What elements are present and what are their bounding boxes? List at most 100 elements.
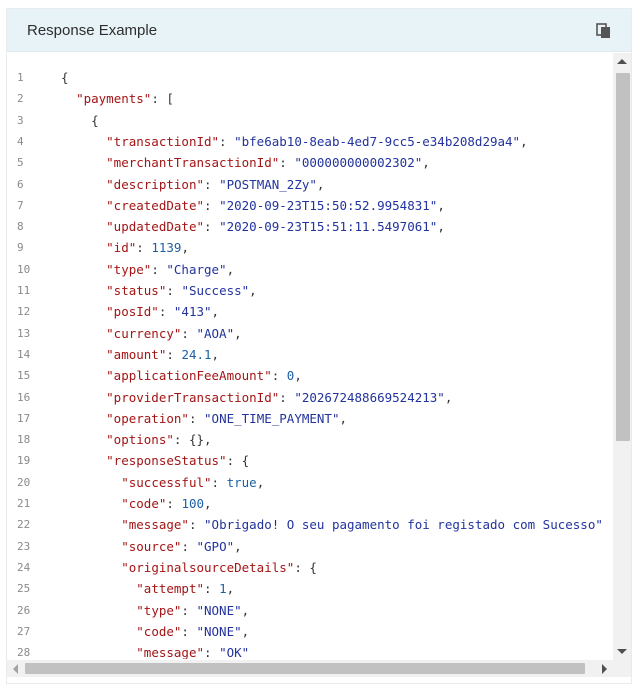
code-token: : — [204, 197, 220, 213]
code-token: : — [211, 474, 227, 490]
code-token: "merchantTransactionId" — [106, 155, 280, 171]
code-token: , — [437, 219, 445, 235]
scroll-down-arrow-icon[interactable] — [617, 649, 627, 654]
line-number: 27 — [17, 624, 31, 638]
scroll-left-arrow-icon[interactable] — [13, 664, 18, 674]
code-token: : — [181, 602, 197, 618]
code-token: "type" — [106, 261, 152, 277]
code-token: "amount" — [106, 346, 167, 362]
code-text: "posId": "413", — [61, 301, 219, 322]
code-token: "posId" — [106, 304, 159, 320]
scroll-right-arrow-icon[interactable] — [602, 664, 607, 674]
scroll-up-arrow-icon[interactable] — [617, 59, 627, 64]
code-token — [61, 624, 136, 639]
line-number: 2 — [17, 92, 24, 106]
code-token: : — [204, 176, 220, 192]
code-token: , — [234, 538, 242, 554]
code-token: "description" — [106, 176, 204, 192]
code-token: "ONE_TIME_PAYMENT" — [204, 410, 340, 426]
code-viewer[interactable]: 1{2 "payments": [3 {4 "transactionId": "… — [7, 53, 613, 659]
code-token: "transactionId" — [106, 133, 220, 149]
vertical-scrollbar[interactable] — [613, 53, 631, 660]
code-token: : — [204, 645, 220, 659]
code-token: "Success" — [181, 283, 250, 298]
line-number: 3 — [17, 113, 24, 127]
code-token: "OK" — [219, 645, 250, 659]
line-number: 8 — [17, 220, 24, 234]
code-token: "2020-09-23T15:51:11.5497061" — [219, 219, 438, 235]
code-token — [61, 304, 106, 319]
code-token — [61, 155, 106, 170]
code-token: "updatedDate" — [106, 219, 204, 235]
horizontal-scroll-thumb[interactable] — [25, 663, 585, 674]
code-token: : — [279, 389, 295, 405]
code-token: , — [241, 623, 250, 639]
code-token: "413" — [173, 304, 212, 320]
code-token: 1139 — [151, 240, 182, 256]
code-text: "transactionId": "bfe6ab10-8eab-4ed7-9cc… — [61, 131, 528, 152]
code-token — [61, 432, 106, 447]
line-number: 18 — [17, 433, 31, 447]
code-token: : — [204, 219, 220, 235]
panel-title: Response Example — [27, 22, 158, 39]
code-token: "code" — [121, 496, 167, 511]
line-number: 19 — [17, 454, 31, 468]
code-token: "source" — [121, 538, 182, 554]
code-text: "operation": "ONE_TIME_PAYMENT", — [61, 408, 347, 429]
code-token: "GPO" — [196, 538, 235, 554]
code-token: : — [181, 325, 197, 341]
code-token: , — [256, 474, 265, 490]
code-token: "bfe6ab10-8eab-4ed7-9cc5-e34b208d29a4" — [234, 133, 521, 149]
copy-icon-graphic — [596, 23, 610, 38]
code-token: : { — [294, 559, 317, 575]
code-token: , — [294, 368, 302, 384]
code-text: "code": 100, — [61, 493, 212, 514]
line-number: 5 — [17, 156, 24, 170]
code-text: "type": "NONE", — [61, 600, 249, 621]
code-text: "source": "GPO", — [61, 536, 242, 557]
code-token: , — [249, 283, 257, 298]
code-token: : { — [226, 453, 250, 469]
code-token: : — [188, 517, 205, 533]
code-token: , — [520, 133, 528, 149]
code-token: "Obrigado! O seu pagamento foi registado… — [204, 517, 603, 533]
line-number: 28 — [17, 646, 31, 659]
code-token: "2020-09-23T15:50:52.9954831" — [219, 197, 438, 213]
code-text: "originalsourceDetails": { — [61, 557, 317, 578]
code-token: true — [226, 474, 257, 490]
line-number: 1 — [17, 71, 24, 84]
code-text: "description": "POSTMAN_2Zy", — [61, 174, 324, 195]
code-token — [61, 496, 121, 511]
line-number: 9 — [17, 241, 24, 255]
code-token: : — [151, 261, 167, 277]
code-token: : — [219, 133, 235, 149]
code-token: , — [204, 496, 212, 511]
code-token: : — [271, 368, 287, 384]
line-number: 4 — [17, 134, 24, 148]
code-token — [61, 539, 121, 554]
line-number: 26 — [17, 603, 31, 617]
code-token: "attempt" — [136, 581, 204, 597]
line-number: 10 — [17, 262, 31, 276]
code-token: "NONE" — [196, 623, 242, 639]
code-token: "successful" — [121, 474, 212, 490]
line-number: 24 — [17, 560, 31, 574]
line-number: 11 — [17, 284, 31, 297]
code-token: , — [234, 325, 242, 341]
copy-icon[interactable] — [595, 22, 613, 40]
code-token: , — [211, 304, 220, 320]
line-number: 25 — [17, 582, 31, 596]
code-text: "currency": "AOA", — [61, 323, 242, 344]
code-token: : — [166, 283, 182, 298]
code-token — [61, 517, 121, 532]
code-token: , — [211, 346, 220, 362]
line-number: 16 — [17, 390, 31, 404]
code-token: : — [166, 496, 182, 511]
vertical-scroll-thumb[interactable] — [616, 73, 630, 441]
code-token: : — [158, 304, 174, 320]
code-text: "updatedDate": "2020-09-23T15:51:11.5497… — [61, 216, 445, 237]
line-number: 13 — [17, 326, 31, 340]
code-token: 0 — [286, 368, 295, 384]
horizontal-scrollbar[interactable] — [7, 660, 613, 677]
code-text: "options": {}, — [61, 429, 211, 450]
